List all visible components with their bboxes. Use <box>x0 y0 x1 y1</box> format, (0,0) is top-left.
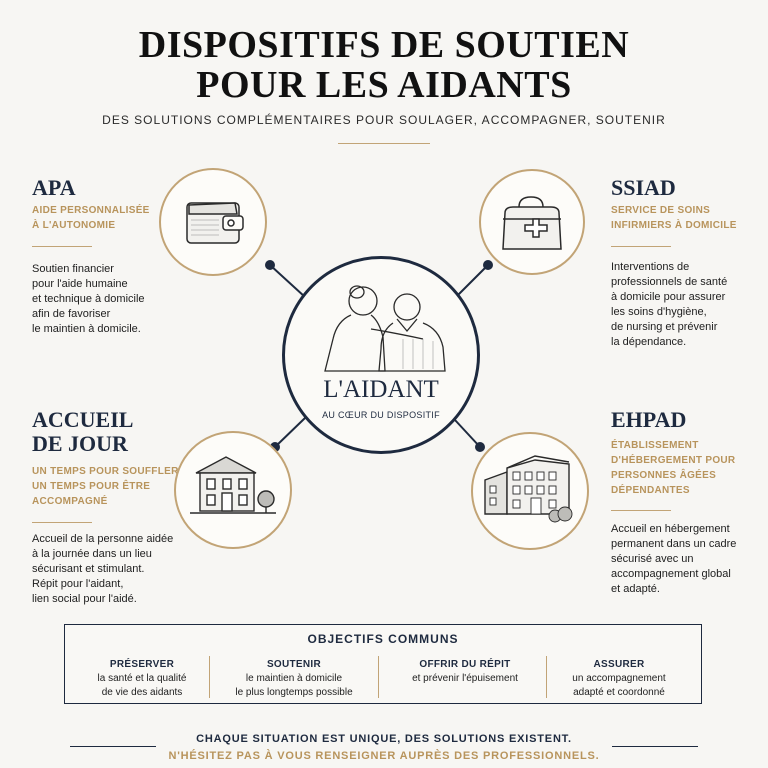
apa-title: APA <box>32 175 76 200</box>
ehpad-title: EHPAD <box>611 407 687 432</box>
building-icon <box>484 455 573 523</box>
objective-preserver: PRÉSERVER la santé et la qualité de vie … <box>62 658 222 700</box>
ehpad-divider <box>611 510 671 511</box>
objective-assurer: ASSURER un accompagnement adapté et coor… <box>539 658 699 700</box>
ssiad-subtitle: SERVICE DE SOINS INFIRMIERS À DOMICILE <box>611 205 737 231</box>
wallet-icon <box>186 202 244 244</box>
ssiad-divider <box>611 246 671 247</box>
connector-dot-ssiad <box>483 260 493 270</box>
footer-rule-left <box>70 746 156 747</box>
ssiad-text: Interventions de professionnels de santé… <box>611 261 728 348</box>
objectives-title: OBJECTIFS COMMUNS <box>307 632 459 646</box>
objective-text: et prévenir l'épuisement <box>412 673 518 684</box>
page-title-line2: POUR LES AIDANTS <box>196 64 572 106</box>
house-icon <box>190 456 276 514</box>
objective-head: SOUTENIR <box>266 659 322 670</box>
ehpad-text: Accueil en hébergement permanent dans un… <box>611 523 737 595</box>
center-circle <box>282 256 480 454</box>
header-divider <box>338 143 430 144</box>
objective-separator <box>209 656 210 698</box>
connector-dot-ehpad <box>475 442 485 452</box>
ssiad-title: SSIAD <box>611 175 676 200</box>
objective-head: PRÉSERVER <box>109 659 175 670</box>
objective-text: un accompagnement adapté et coordonné <box>572 673 666 698</box>
objective-text: la santé et la qualité de vie des aidant… <box>97 673 187 698</box>
footer-line2: N'HÉSITEZ PAS À VOUS RENSEIGNER AUPRÈS D… <box>168 750 600 762</box>
caregiver-and-elderly-icon <box>324 285 446 372</box>
ehpad-subtitle: ÉTABLISSEMENT D'HÉBERGEMENT POUR PERSONN… <box>611 440 736 496</box>
accueil-subtitle: UN TEMPS POUR SOUFFLER, UN TEMPS POUR ÊT… <box>32 466 182 507</box>
page-title-line1: DISPOSITIFS DE SOUTIEN <box>138 24 630 66</box>
connector-ehpad <box>454 419 481 448</box>
page-subtitle: DES SOLUTIONS COMPLÉMENTAIRES POUR SOULA… <box>102 113 666 127</box>
objective-repit: OFFRIR DU RÉPIT et prévenir l'épuisement <box>385 658 545 686</box>
apa-subtitle: AIDE PERSONNALISÉE À L'AUTONOMIE <box>32 205 150 231</box>
objectives-box <box>64 624 702 704</box>
center-title: L'AIDANT <box>323 376 439 403</box>
accueil-title-line1: ACCUEIL <box>32 407 134 432</box>
objective-separator <box>546 656 547 698</box>
accueil-title-line2: DE JOUR <box>32 431 128 456</box>
connector-dot-apa <box>265 260 275 270</box>
objective-soutenir: SOUTENIR le maintien à domicile le plus … <box>214 658 374 700</box>
footer-line1: CHAQUE SITUATION EST UNIQUE, DES SOLUTIO… <box>196 733 572 745</box>
accueil-divider <box>32 522 92 523</box>
accueil-icon-circle <box>174 431 292 549</box>
ssiad-icon-circle <box>479 169 585 275</box>
objective-head: ASSURER <box>593 659 645 670</box>
center-subtitle: AU CŒUR DU DISPOSITIF <box>322 410 440 420</box>
ehpad-icon-circle <box>471 432 589 550</box>
apa-icon-circle <box>159 168 267 276</box>
connector-apa <box>269 264 306 298</box>
footer-rule-right <box>612 746 698 747</box>
connector-ssiad <box>457 264 489 296</box>
accueil-text: Accueil de la personne aidée à la journé… <box>32 533 174 605</box>
objective-text: le maintien à domicile le plus longtemps… <box>235 673 353 698</box>
apa-text: Soutien financier pour l'aide humaine et… <box>32 263 145 335</box>
objective-separator <box>378 656 379 698</box>
connector-accueil <box>274 417 306 448</box>
medical-bag-icon <box>502 196 562 250</box>
objective-head: OFFRIR DU RÉPIT <box>419 659 511 670</box>
apa-divider <box>32 246 92 247</box>
